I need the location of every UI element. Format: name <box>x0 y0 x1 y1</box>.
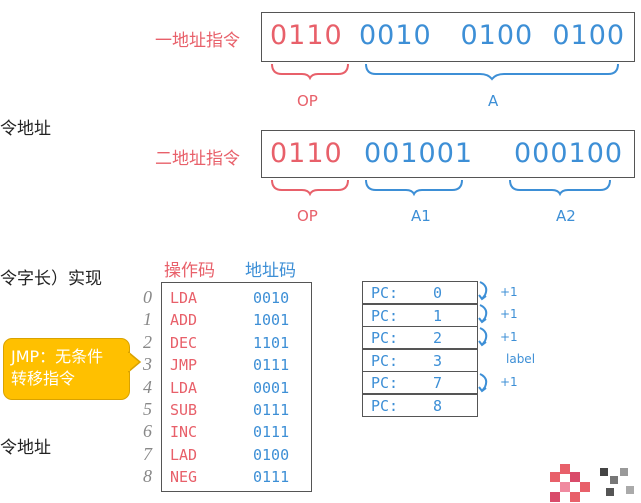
pc-cell: PC: 3 <box>362 348 478 372</box>
one-address-a-label: A <box>488 92 499 110</box>
two-address-op-bits: 0110 <box>270 138 343 169</box>
left-fragment-2: 令字长）实现 <box>0 269 102 289</box>
two-address-instruction-box <box>261 130 635 178</box>
pc-value: 7 <box>433 374 443 393</box>
pc-step-note: +1 <box>500 375 518 389</box>
left-fragment-1: 令地址 <box>0 119 51 139</box>
row-index: 4 <box>143 376 152 397</box>
callout-pointer <box>128 351 142 373</box>
pc-cell: PC: 2 <box>362 326 478 350</box>
row-address: 0111 <box>253 401 290 419</box>
pc-key: PC: <box>371 374 399 393</box>
two-address-a2-label: A2 <box>556 207 576 225</box>
row-address: 1101 <box>253 333 290 352</box>
program-listing-box <box>161 282 312 492</box>
row-index: 8 <box>143 466 152 487</box>
row-index: 5 <box>143 399 152 419</box>
row-opcode: DEC <box>170 333 198 352</box>
pc-cell: PC: 1 <box>362 303 478 327</box>
pc-value: 8 <box>433 397 443 415</box>
a2-brace <box>509 179 611 197</box>
pc-step-note: +1 <box>500 307 518 321</box>
pc-key: PC: <box>371 306 399 325</box>
two-address-title: 二地址指令 <box>155 149 240 169</box>
pc-key: PC: <box>371 329 399 348</box>
header-address: 地址码 <box>245 261 296 281</box>
one-address-a-bits: 0010 0100 0100 <box>359 20 626 51</box>
pc-key: PC: <box>371 397 399 415</box>
two-address-a1-label: A1 <box>411 207 431 225</box>
pc-key: PC: <box>371 284 399 302</box>
jmp-callout: JMP：无条件 转移指令 <box>3 338 130 400</box>
row-address: 0010 <box>253 289 290 307</box>
left-fragment-3: 令地址 <box>0 438 51 458</box>
row-index: 7 <box>143 443 152 464</box>
pc-cell: PC: 8 <box>362 394 478 417</box>
row-address: 0001 <box>253 378 290 397</box>
callout-line-1: JMP：无条件 <box>11 347 104 366</box>
one-address-instruction-box <box>261 12 635 62</box>
pc-cell: PC: 7 <box>362 371 478 395</box>
a1-brace <box>365 179 463 197</box>
row-opcode: JMP <box>170 356 198 375</box>
callout-line-2: 转移指令 <box>11 369 76 388</box>
pc-value: 0 <box>433 284 443 302</box>
pc-step-note: +1 <box>500 285 518 299</box>
one-address-op-label: OP <box>297 92 318 110</box>
one-address-op-bits: 0110 <box>270 20 343 51</box>
pc-cell: PC: 0 <box>362 281 478 304</box>
row-opcode: LAD <box>170 445 198 464</box>
two-address-braces <box>271 179 611 197</box>
pc-value: 1 <box>433 306 443 325</box>
row-opcode: LDA <box>170 378 198 397</box>
two-address-a1-bits: 001001 <box>364 138 474 169</box>
row-address: 0111 <box>253 468 290 487</box>
row-opcode: NEG <box>170 468 198 487</box>
pixel-logo-icon <box>550 464 634 502</box>
a-brace <box>365 63 619 81</box>
header-opcode: 操作码 <box>164 261 215 281</box>
row-opcode: ADD <box>170 311 198 330</box>
row-index: 6 <box>143 421 152 442</box>
pc-step-arrows <box>478 281 488 393</box>
row-opcode: LDA <box>170 289 198 307</box>
row-address: 1001 <box>253 311 290 330</box>
pc-step-note: +1 <box>500 330 518 344</box>
pc-value: 3 <box>433 351 443 370</box>
op-brace <box>271 63 349 81</box>
pc-key: PC: <box>371 351 399 370</box>
pc-value: 2 <box>433 329 443 348</box>
row-address: 0111 <box>253 356 290 375</box>
row-index: 1 <box>143 309 152 330</box>
pc-step-note: label <box>506 352 536 366</box>
row-address: 0100 <box>253 445 290 464</box>
row-address: 0111 <box>253 423 290 442</box>
two-address-op-label: OP <box>297 207 318 225</box>
row-index: 3 <box>143 354 152 375</box>
row-index: 0 <box>143 287 152 307</box>
row-opcode: INC <box>170 423 198 442</box>
one-address-title: 一地址指令 <box>155 31 240 51</box>
one-address-braces <box>271 63 619 81</box>
op2-brace <box>271 179 349 197</box>
row-opcode: SUB <box>170 401 198 419</box>
two-address-a2-bits: 000100 <box>514 138 624 169</box>
row-index: 2 <box>143 331 152 352</box>
